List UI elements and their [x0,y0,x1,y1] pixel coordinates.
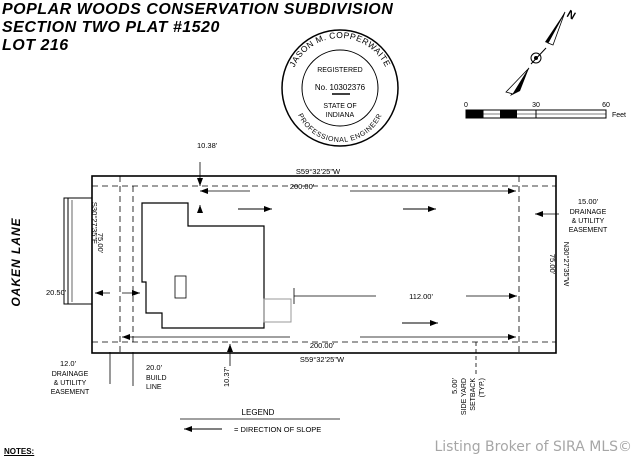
stoop [174,275,187,299]
rear-easement-line3: & UTILITY [572,218,605,225]
bottom-length: 200.00' [310,341,335,350]
slope-arrows [238,206,438,326]
engineer-seal: JASON M. COPPERWAITE PROFESSIONAL ENGINE… [281,29,399,147]
scale-tick-60: 60 [602,102,610,109]
seal-state: INDIANA [326,112,355,119]
legend-item: = DIRECTION OF SLOPE [234,425,321,434]
easement-lines [92,176,556,353]
bottom-bearing: S59°32'25"W [300,355,345,364]
north-label: N [565,8,578,22]
subdivision-title: POPLAR WOODS CONSERVATION SUBDIVISION [2,1,394,18]
street-name: OAKEN LANE [9,217,23,306]
side-setback-distance: 5.00' [450,377,459,394]
notes-heading: NOTES: [4,447,35,456]
bottom-offset: 10.37' [222,366,231,387]
seal-name: JASON M. COPPERWAITE [287,30,393,69]
interior-length: 112.00' [409,292,433,301]
north-arrow: N [505,8,578,96]
top-bearing: S59°32'25"W [296,167,341,176]
patio [263,298,292,323]
section-title: SECTION TWO PLAT #1520 [2,19,220,36]
front-easement-width: 12.0' [60,359,77,368]
house-footprint [141,202,265,329]
left-length: 75.00' [96,233,105,254]
build-line-word1: BUILD [146,375,167,382]
legend-title: LEGEND [242,408,275,417]
side-setback-line4: (TYP.) [479,378,486,397]
top-length: 200.00' [290,182,315,191]
side-setback-line3: SETBACK [470,378,477,411]
front-setback: 20.50' [46,288,67,297]
build-line-distance: 20.0' [146,363,163,372]
scale-unit: Feet [612,112,626,119]
top-offset: 10.38' [197,141,218,150]
build-line-word2: LINE [146,384,162,391]
lot-title: LOT 216 [2,37,69,54]
seal-registered: REGISTERED [317,67,363,74]
lot-boundary [91,175,557,354]
rear-easement-width: 15.00' [578,197,599,206]
left-bearing: S30°27'35"E [90,202,99,244]
scale-bar: 0 30 60 Feet [464,102,626,119]
seal-state-of: STATE OF [323,103,356,110]
right-bearing: N30°27'35"W [562,242,571,288]
seal-number: No. 10302376 [315,83,366,92]
front-easement-line4: EASEMENT [51,389,90,396]
scale-tick-0: 0 [464,102,468,109]
interior-length-dim [293,288,517,304]
side-setback-line2: SIDE YARD [461,378,468,415]
right-length: 75.00' [548,254,557,275]
rear-easement-line2: DRAINAGE [570,209,607,216]
scale-tick-30: 30 [532,102,540,109]
front-easement-line3: & UTILITY [54,380,87,387]
legend: LEGEND = DIRECTION OF SLOPE [180,408,340,434]
street-edge: OAKEN LANE [9,197,92,307]
mls-watermark: Listing Broker of SIRA MLS© [434,439,632,455]
front-easement-line2: DRAINAGE [52,371,89,378]
rear-easement-line4: EASEMENT [569,227,608,234]
